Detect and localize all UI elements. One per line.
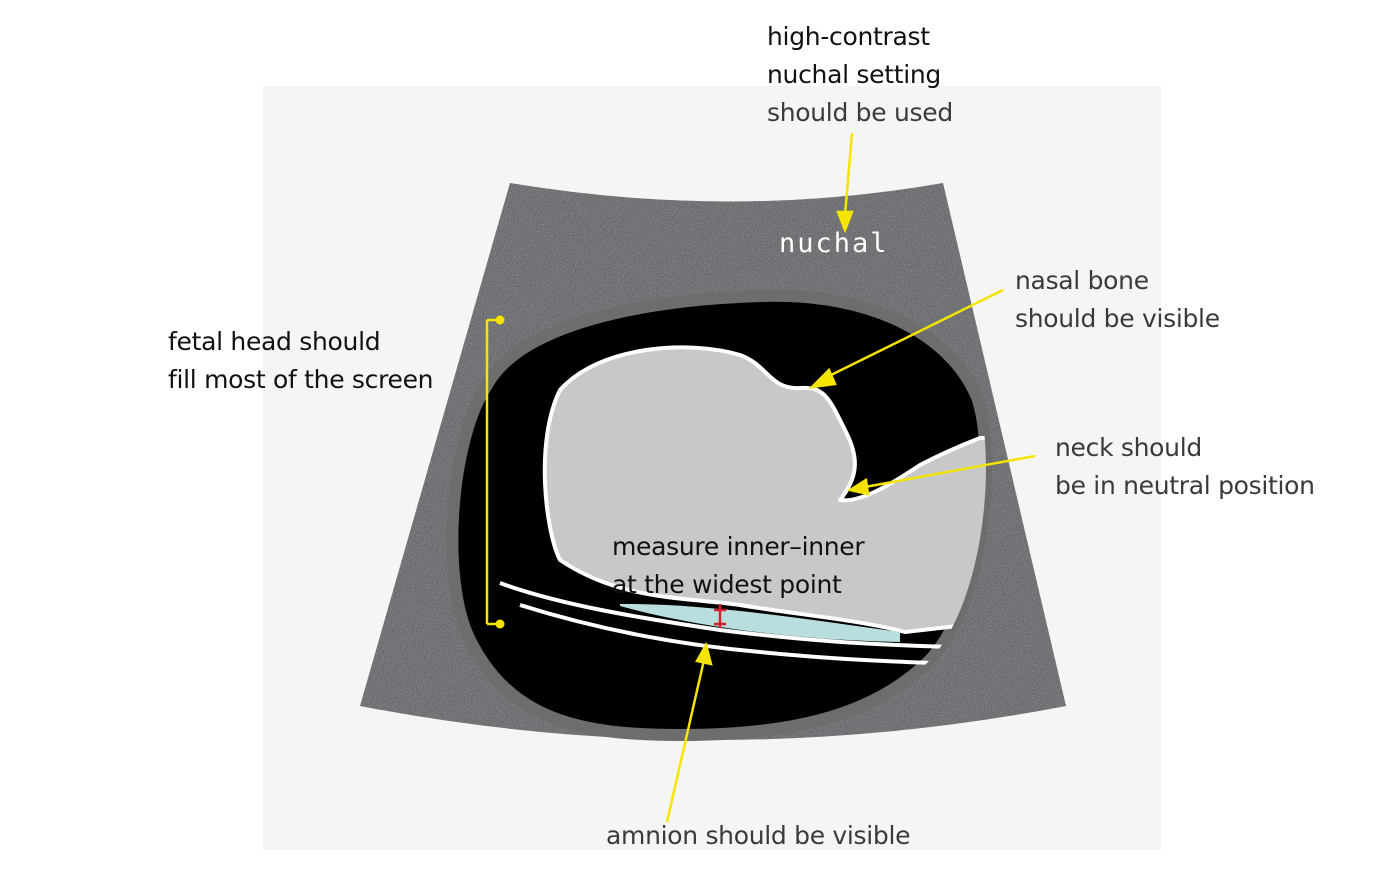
nasal-bone-line-2: should be visible [1015,304,1220,333]
measure-line-1: measure inner–inner [612,532,865,561]
setting-arrow [843,132,854,216]
setting-annotation: high-contrast nuchal setting should be u… [767,18,953,132]
nasal-bone-annotation: nasal bone should be visible [1015,262,1220,338]
nasal-bone-arrow [824,288,1004,380]
head-size-annotation: fetal head should fill most of the scree… [168,323,434,399]
setting-line-3: should be used [767,98,953,127]
setting-line-1: high-contrast [767,22,930,51]
annotation-arrows [485,132,1036,823]
amnion-annotation: amnion should be visible [606,817,911,855]
amnion-line [519,603,986,667]
setting-line-2: nuchal setting [767,60,941,89]
preset-label: nuchal [779,228,889,259]
neck-line-1: neck should [1055,433,1202,462]
calipers [714,604,726,628]
head-size-line-1: fetal head should [168,327,381,356]
neck-annotation: neck should be in neutral position [1055,429,1315,505]
measure-annotation: measure inner–inner at the widest point [612,528,865,604]
neck-line-2: be in neutral position [1055,471,1315,500]
skin-line [499,581,986,650]
fetal-face-profile [542,345,986,634]
amnion-arrow [665,659,706,823]
measure-line-2: at the widest point [612,570,842,599]
nasal-bone-line-1: nasal bone [1015,266,1149,295]
amnion-line-1: amnion should be visible [606,821,911,850]
nuchal-fluid [620,603,900,642]
head-size-line-2: fill most of the screen [168,365,434,394]
head-contents [499,345,986,667]
neck-arrow [864,454,1036,489]
